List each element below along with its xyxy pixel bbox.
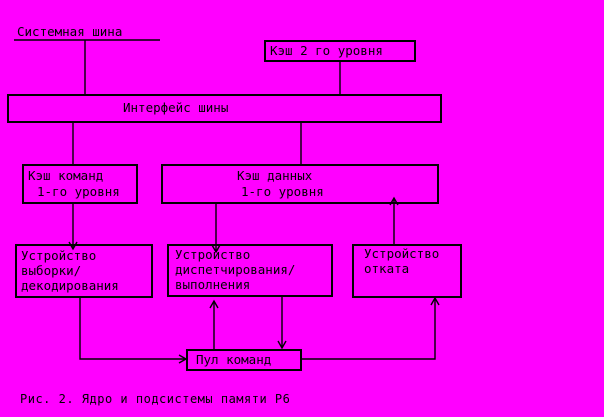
retire-box: Устройство отката xyxy=(352,244,462,298)
arrow-pool-to-retire xyxy=(301,296,440,360)
l2-cache-box: Кэш 2 го уровня xyxy=(264,40,416,62)
l2-cache-label: Кэш 2 го уровня xyxy=(270,43,383,58)
system-bus: Системная шина xyxy=(14,24,160,41)
data-cache-box: Кэш данных 1-го уровня xyxy=(161,164,439,204)
fetch-decode-line3: декодирования xyxy=(21,278,119,293)
retire-frame xyxy=(352,244,462,298)
data-cache-line2: 1-го уровня xyxy=(241,184,324,199)
retire-line1: Устройство xyxy=(364,246,439,261)
data-cache-line1: Кэш данных xyxy=(237,168,313,183)
fetch-decode-line1: Устройство xyxy=(21,248,96,263)
instruction-cache-line1: Кэш команд xyxy=(28,168,103,183)
instruction-cache-line2: 1-го уровня xyxy=(37,184,120,199)
figure-caption: Рис. 2. Ядро и подсистемы памяти P6 xyxy=(20,392,290,406)
bus-interface-box: Интерфейс шины xyxy=(7,94,442,123)
instruction-pool-box: Пул команд xyxy=(186,349,302,371)
dispatch-execute-line3: выполнения xyxy=(175,277,250,292)
bus-interface-frame xyxy=(7,94,442,123)
fetch-decode-box: Устройство выборки/ декодирования xyxy=(15,244,153,298)
dispatch-execute-box: Устройство диспетчирования/ выполнения xyxy=(167,244,333,297)
arrow-fetch-to-pool xyxy=(79,297,188,364)
instruction-cache-box: Кэш команд 1-го уровня xyxy=(22,164,138,204)
fetch-decode-frame xyxy=(15,244,153,298)
instruction-pool-label: Пул команд xyxy=(196,352,271,367)
retire-line2: отката xyxy=(364,261,409,276)
bus-interface-label: Интерфейс шины xyxy=(123,100,228,115)
fetch-decode-line2: выборки/ xyxy=(21,263,81,278)
data-cache-frame xyxy=(161,164,439,204)
dispatch-execute-line1: Устройство xyxy=(175,247,250,262)
instruction-cache-frame xyxy=(22,164,138,204)
system-bus-label: Системная шина xyxy=(17,24,122,39)
dispatch-execute-frame xyxy=(167,244,333,297)
dispatch-execute-line2: диспетчирования/ xyxy=(175,262,295,277)
